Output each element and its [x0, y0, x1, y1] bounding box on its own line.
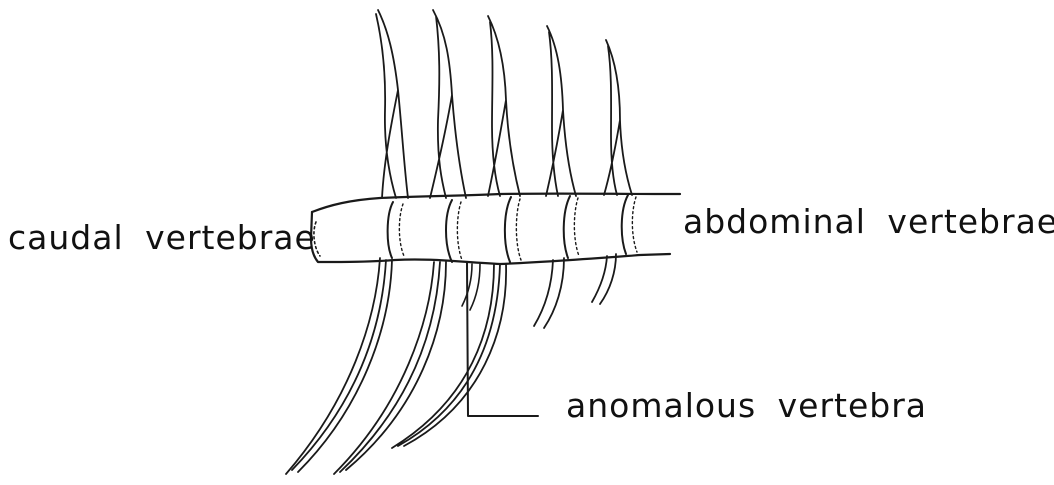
vertebra-boundary	[632, 197, 637, 252]
neural-spine	[376, 10, 408, 198]
haemal-spine	[592, 254, 616, 304]
vertebra-boundary	[622, 195, 628, 254]
neural-spine	[604, 40, 632, 195]
neural-spines	[376, 10, 632, 198]
caudal-vertebrae-label: caudal vertebrae	[8, 218, 316, 257]
vertebra-boundary	[446, 200, 452, 262]
abdominal-vertebrae-label: abdominal vertebrae	[683, 202, 1054, 241]
vertebra-boundary	[399, 204, 404, 256]
vertebra-boundary	[457, 202, 462, 260]
vertebra-boundary	[574, 198, 579, 256]
vertebra-boundary	[505, 197, 511, 262]
neural-spine	[430, 10, 466, 198]
vertebra-boundaries	[388, 195, 637, 262]
haemal-spine	[534, 258, 564, 328]
vertebra-boundary	[388, 202, 393, 258]
neural-spine	[488, 16, 520, 196]
haemal-spine	[334, 262, 446, 474]
haemal-spine	[392, 264, 506, 448]
anomalous-vertebra-label: anomalous vertebra	[566, 386, 927, 425]
vertebra-boundary	[564, 196, 570, 258]
vertebra-boundary	[516, 199, 521, 260]
haemal-spine	[462, 264, 480, 310]
neural-spine	[546, 26, 576, 196]
haemal-spines	[286, 254, 616, 474]
